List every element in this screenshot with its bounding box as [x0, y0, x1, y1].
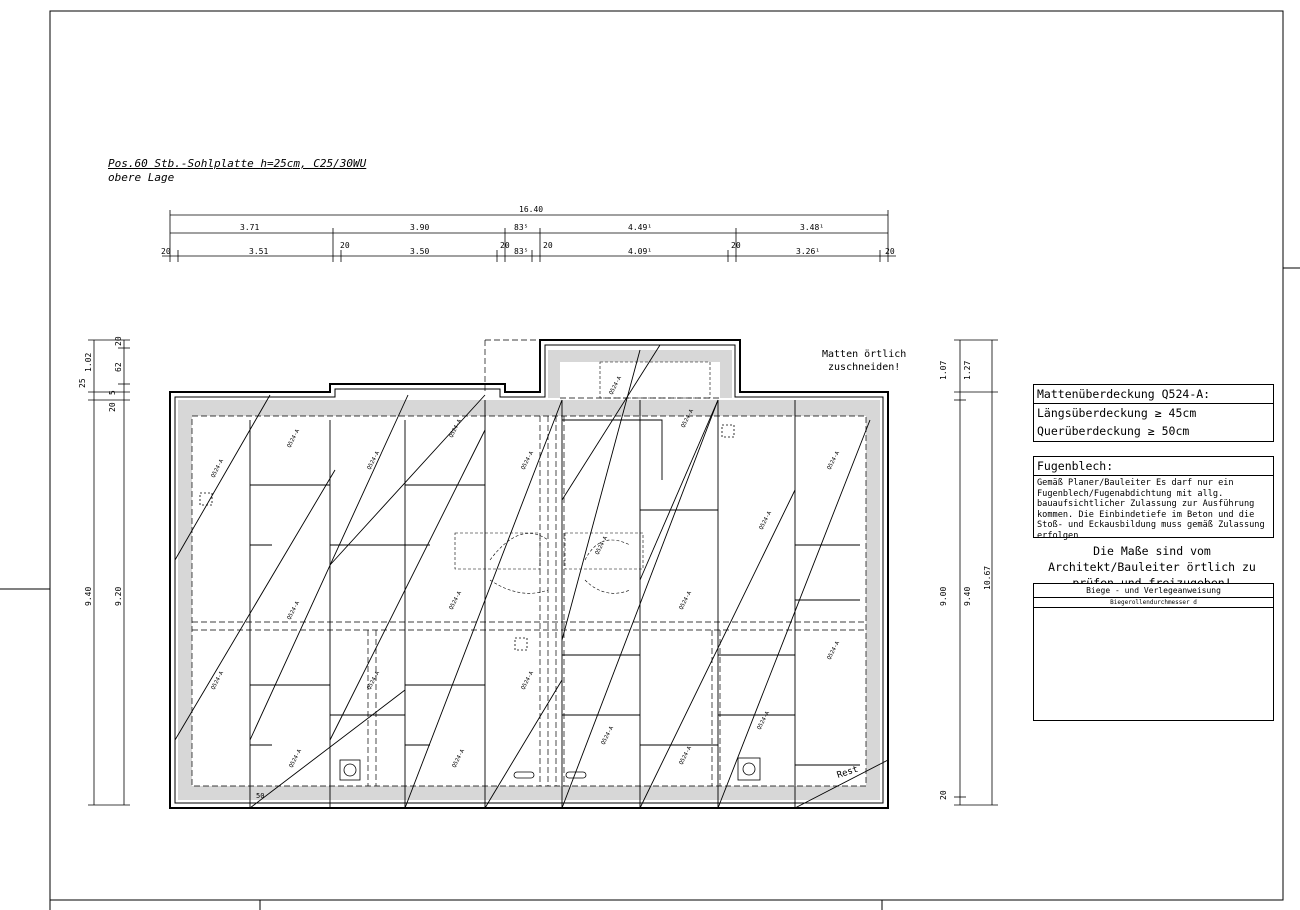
dim-r2-1: 3.51 — [249, 247, 268, 256]
dim-r2-2: 20 — [340, 241, 350, 250]
mat-label-20: Q524-A — [678, 745, 693, 766]
mat-label-8: Q524-A — [826, 450, 841, 471]
dim-left-0: 1.02 — [84, 353, 93, 372]
dim-r2-9: 3.26¹ — [796, 247, 820, 256]
dim-r1-1: 3.90 — [410, 223, 429, 232]
dim-r1-3: 4.49¹ — [628, 223, 652, 232]
dim-r2-8: 20 — [731, 241, 741, 250]
dim-r2-4: 20 — [500, 241, 510, 250]
mat-label-16: Q524-A — [520, 670, 535, 691]
top-dimension-chain — [162, 210, 896, 262]
mat-label-12: Q524-A — [448, 590, 463, 611]
overlap-long: Längsüberdeckung ≥ 45cm — [1037, 406, 1197, 420]
position-title: Pos.60 Stb.-Sohlplatte h=25cm, C25/30WU — [108, 157, 367, 170]
bending-subtitle: Biegerollendurchmesser d — [1034, 598, 1273, 608]
mat-label-11: Q524-A — [678, 590, 693, 611]
mat-label-3: Q524-A — [366, 450, 381, 471]
mat-label-21: Q524-A — [451, 748, 466, 769]
cut-note: Matten örtlich zuschneiden! — [822, 348, 906, 374]
staircase — [454, 361, 711, 594]
dim-right-1: 1.27 — [963, 361, 972, 380]
dim-r1-4: 3.48¹ — [800, 223, 824, 232]
cut-note-line2: zuschneiden! — [828, 362, 901, 373]
dim-right-5: 20 — [939, 790, 948, 800]
overlap-title: Mattenüberdeckung Q524-A: — [1034, 385, 1273, 404]
sheet-frame — [0, 10, 1300, 910]
overlap-cross: Querüberdeckung ≥ 50cm — [1037, 424, 1190, 438]
mat-label-10: Q524-A — [594, 535, 609, 556]
joint-box: Fugenblech: Gemäß Planer/Bauleiter Es da… — [1033, 456, 1274, 541]
dim-left-5: 25 — [78, 378, 87, 388]
plan-symbols — [199, 424, 761, 781]
mat-label-4: Q524-A — [448, 418, 463, 439]
mat-label-14: Q524-A — [210, 670, 225, 691]
dim-r2-0: 20 — [161, 247, 171, 256]
mat-label-2: Q524-A — [286, 428, 301, 449]
dim-total: 16.40 — [519, 205, 543, 214]
dim-r2-6: 20 — [543, 241, 553, 250]
overlap-box: Mattenüberdeckung Q524-A: Längsüberdecku… — [1033, 384, 1274, 442]
dim-r1-2: 83⁵ — [514, 223, 528, 232]
dim-r2-10: 20 — [885, 247, 895, 256]
dim-left-3: 9.40 — [84, 587, 93, 606]
layer-label: obere Lage — [108, 171, 175, 184]
mat-label-6: Q524-A — [608, 375, 623, 396]
mat-layout-lines — [249, 400, 860, 808]
dim-r2-5: 83⁵ — [514, 247, 528, 256]
dim-r1-0: 3.71 — [240, 223, 259, 232]
mat-diagonals — [174, 344, 889, 809]
joint-title: Fugenblech: — [1034, 457, 1273, 476]
dim-r2-7: 4.09¹ — [628, 247, 652, 256]
mat-label-22: Q524-A — [288, 748, 303, 769]
wall-lines — [191, 339, 867, 787]
edge-label: 50 — [256, 792, 264, 800]
mat-label-9: Q524-A — [758, 510, 773, 531]
mat-label-19: Q524-A — [600, 725, 615, 746]
dim-left-6: 5 — [108, 390, 117, 395]
side-dimension-chains — [88, 339, 998, 806]
dim-right-0: 1.07 — [939, 361, 948, 380]
mat-label-18: Q524-A — [756, 710, 771, 731]
dim-r2-3: 3.50 — [410, 247, 429, 256]
dim-right-4: 10.67 — [983, 566, 992, 590]
joint-text: Gemäß Planer/Bauleiter Es darf nur ein F… — [1037, 478, 1265, 541]
dim-left-7: 20 — [108, 402, 117, 412]
rest-label: Rest — [836, 765, 860, 781]
cut-note-line1: Matten örtlich — [822, 349, 907, 360]
mat-label-15: Q524-A — [366, 670, 381, 691]
mat-label-13: Q524-A — [286, 600, 301, 621]
mat-label-17: Q524-A — [826, 640, 841, 661]
mat-label-5: Q524-A — [520, 450, 535, 471]
bending-box: Biege - und Verlegeanweisung Biegerollen… — [1033, 583, 1274, 721]
dim-right-3: 9.40 — [963, 587, 972, 606]
dim-left-4: 9.20 — [114, 587, 123, 606]
edge-band — [178, 350, 880, 800]
dim-right-2: 9.00 — [939, 587, 948, 606]
dim-left-2: 20 — [114, 336, 123, 346]
bending-title: Biege - und Verlegeanweisung — [1034, 584, 1273, 598]
dim-left-1: 62 — [114, 362, 123, 372]
